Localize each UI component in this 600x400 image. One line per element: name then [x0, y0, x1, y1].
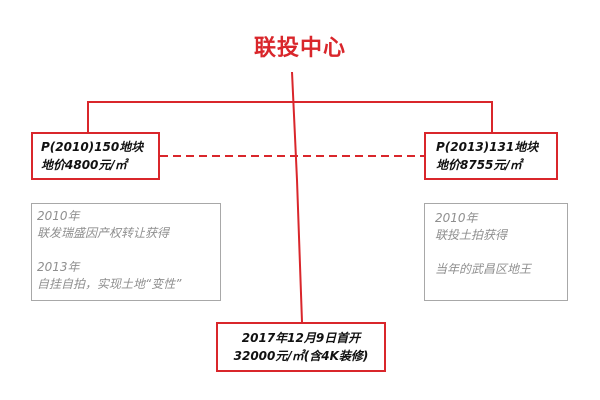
- opening-date: 2017年12月9日首开: [241, 331, 361, 345]
- main-trunk-line: [291, 71, 303, 323]
- left-note-year-2010: 2010年: [37, 209, 80, 223]
- diagram-title: 联投中心: [253, 36, 346, 61]
- right-history-note: 2010年 联投土拍获得 当年的武昌区地王: [424, 203, 568, 301]
- right-plot-price: 地价8755元/㎡: [436, 158, 522, 172]
- left-plot-code: P(2010)150地块: [41, 140, 144, 154]
- right-note-year-2010: 2010年: [435, 211, 478, 225]
- left-note-text-2010: 联发瑞盛因产权转让获得: [37, 226, 170, 240]
- left-note-year-2013: 2013年: [37, 260, 80, 274]
- right-note-text-2010: 联投土拍获得: [435, 228, 508, 242]
- left-plot-box: P(2010)150地块 地价4800元/㎡: [31, 132, 160, 180]
- right-note-text-landking: 当年的武昌区地王: [435, 262, 532, 276]
- right-plot-code: P(2013)131地块: [436, 140, 539, 154]
- opening-price: 32000元/㎡(含4K装修): [233, 349, 369, 363]
- left-plot-price: 地价4800元/㎡: [41, 158, 127, 172]
- right-plot-box: P(2013)131地块 地价8755元/㎡: [424, 132, 558, 180]
- opening-box: 2017年12月9日首开 32000元/㎡(含4K装修): [216, 322, 386, 372]
- left-history-note: 2010年 联发瑞盛因产权转让获得 2013年 自挂自拍，实现土地“变性”: [31, 203, 221, 301]
- left-note-text-2013: 自挂自拍，实现土地“变性”: [37, 277, 182, 291]
